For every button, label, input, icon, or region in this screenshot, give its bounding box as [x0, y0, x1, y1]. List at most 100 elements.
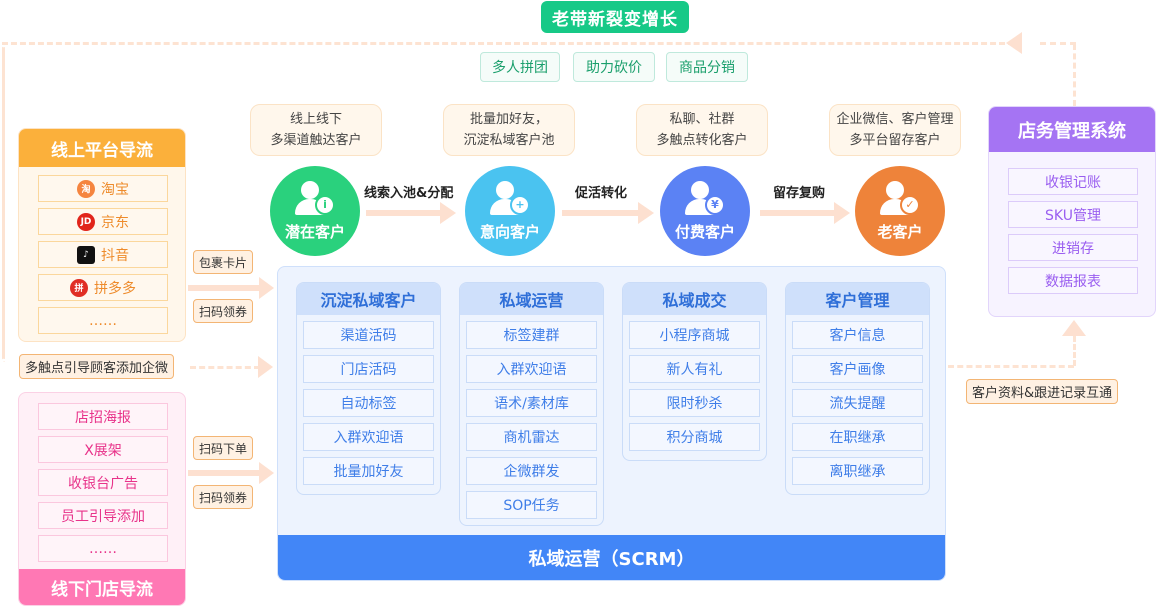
feature-item: 渠道活码	[303, 321, 434, 349]
store-management-panel: 店务管理系统 收银记账 SKU管理 进销存 数据报表	[988, 106, 1156, 317]
feature-item: 商机雷达	[466, 423, 597, 451]
note-reach: 线上线下多渠道触达客户	[250, 104, 382, 156]
wecom-arrow-head	[258, 356, 273, 378]
stage-label: 意向客户	[479, 222, 540, 241]
feature-item: 客户画像	[792, 355, 923, 383]
user-info-icon: i	[295, 180, 335, 217]
offline-item: ……	[38, 535, 168, 562]
tag-bargain: 助力砍价	[573, 52, 655, 82]
offline-channel-panel: 店招海报 X展架 收银台广告 员工引导添加 …… 线下门店导流	[18, 392, 186, 606]
stage-label: 老客户	[877, 222, 923, 241]
transition-label: 线索入池&分配	[364, 186, 454, 201]
store-item: 进销存	[1008, 234, 1138, 261]
sync-arrow-head	[1062, 320, 1086, 336]
loop-line-top	[2, 42, 1014, 45]
feature-item: 企微群发	[466, 457, 597, 485]
platform-label: 拼多多	[94, 280, 136, 297]
scrm-column: 私域运营 标签建群 入群欢迎语 语术/素材库 商机雷达 企微群发 SOP任务	[459, 282, 604, 526]
column-title: 客户管理	[786, 283, 929, 315]
platform-more: ……	[38, 307, 168, 334]
chip-scan-coupon: 扫码领券	[193, 299, 254, 323]
wecom-note: 多触点引导顾客添加企微	[19, 354, 175, 379]
feature-item: 新人有礼	[629, 355, 760, 383]
feature-item: 客户信息	[792, 321, 923, 349]
offline-item: 收银台广告	[38, 469, 168, 496]
scrm-column: 私域成交 小程序商城 新人有礼 限时秒杀 积分商城	[622, 282, 767, 461]
feature-item: SOP任务	[466, 491, 597, 519]
feature-item: 批量加好友	[303, 457, 434, 485]
feature-item: 流失提醒	[792, 389, 923, 417]
feature-item: 限时秒杀	[629, 389, 760, 417]
scrm-footer-title: 私域运营（SCRM）	[278, 535, 945, 580]
note-retain: 企业微信、客户管理多平台留存客户	[829, 104, 961, 156]
jd-icon: JD	[77, 212, 95, 231]
wecom-dashed-line	[190, 366, 260, 369]
loop-line-top-right	[1040, 42, 1076, 45]
feature-item: 自动标签	[303, 389, 434, 417]
platform-pinduoduo: 拼拼多多	[38, 274, 168, 301]
sync-dashed-line-up	[1073, 336, 1076, 366]
online-arrow	[188, 277, 274, 299]
platform-label: 京东	[101, 214, 129, 231]
flow-arrow	[760, 202, 850, 224]
flow-arrow	[366, 202, 456, 224]
platform-jd: JD 京东	[38, 208, 168, 235]
feature-item: 标签建群	[466, 321, 597, 349]
tag-distribution: 商品分销	[666, 52, 748, 82]
loop-arrow-head	[1006, 32, 1022, 54]
chip-scan-order: 扫码下单	[193, 436, 254, 460]
sync-dashed-line	[948, 365, 1074, 368]
douyin-icon: ♪	[77, 245, 95, 264]
note-line: 多平台留存客户	[849, 133, 941, 148]
sync-note: 客户资料&跟进记录互通	[966, 379, 1119, 404]
stage-label: 付费客户	[674, 222, 735, 241]
flow-arrow	[562, 202, 654, 224]
loop-line-right	[1073, 44, 1076, 106]
column-title: 私域成交	[623, 283, 766, 315]
offline-arrow	[188, 462, 274, 484]
scrm-panel: 沉淀私域客户 渠道活码 门店活码 自动标签 入群欢迎语 批量加好友 私域运营 标…	[277, 266, 946, 581]
taobao-icon: 淘	[77, 179, 95, 198]
feature-item: 小程序商城	[629, 321, 760, 349]
feature-item: 语术/素材库	[466, 389, 597, 417]
platform-label: 淘宝	[101, 181, 129, 198]
feature-item: 门店活码	[303, 355, 434, 383]
user-check-icon: ✓	[880, 180, 920, 217]
scrm-column: 客户管理 客户信息 客户画像 流失提醒 在职继承 离职继承	[785, 282, 930, 495]
note-convert: 私聊、社群多触点转化客户	[636, 104, 768, 156]
note-line: 企业微信、客户管理	[836, 112, 954, 127]
tag-group-buy: 多人拼团	[480, 52, 560, 82]
column-title: 私域运营	[460, 283, 603, 315]
feature-item: 入群欢迎语	[303, 423, 434, 451]
transition-label: 促活转化	[575, 186, 628, 201]
platform-label: 抖音	[101, 247, 129, 264]
store-item: SKU管理	[1008, 201, 1138, 228]
platform-douyin: ♪ 抖音	[38, 241, 168, 268]
offline-item: 员工引导添加	[38, 502, 168, 529]
feature-item: 在职继承	[792, 423, 923, 451]
store-panel-title: 店务管理系统	[989, 107, 1155, 152]
loop-line-left	[2, 44, 5, 362]
note-line: 私聊、社群	[669, 112, 735, 127]
stage-label: 潜在客户	[284, 222, 345, 241]
note-line: 线上线下	[289, 112, 342, 127]
store-item: 数据报表	[1008, 267, 1138, 294]
offline-item: X展架	[38, 436, 168, 463]
note-collect: 批量加好友，沉淀私域客户池	[443, 104, 575, 156]
feature-item: 离职继承	[792, 457, 923, 485]
transition-label: 留存复购	[773, 186, 826, 201]
store-item: 收银记账	[1008, 168, 1138, 195]
growth-title: 老带新裂变增长	[541, 1, 689, 33]
stage-potential: i 潜在客户	[270, 166, 360, 256]
feature-item: 积分商城	[629, 423, 760, 451]
note-line: 多触点转化客户	[656, 133, 748, 148]
stage-intent: + 意向客户	[465, 166, 555, 256]
scrm-column: 沉淀私域客户 渠道活码 门店活码 自动标签 入群欢迎语 批量加好友	[296, 282, 441, 495]
note-line: 多渠道触达客户	[270, 133, 362, 148]
platform-taobao: 淘淘宝	[38, 175, 168, 202]
offline-item: 店招海报	[38, 403, 168, 430]
feature-item: 入群欢迎语	[466, 355, 597, 383]
note-line: 沉淀私域客户池	[463, 133, 555, 148]
stage-paid: ¥ 付费客户	[660, 166, 750, 256]
